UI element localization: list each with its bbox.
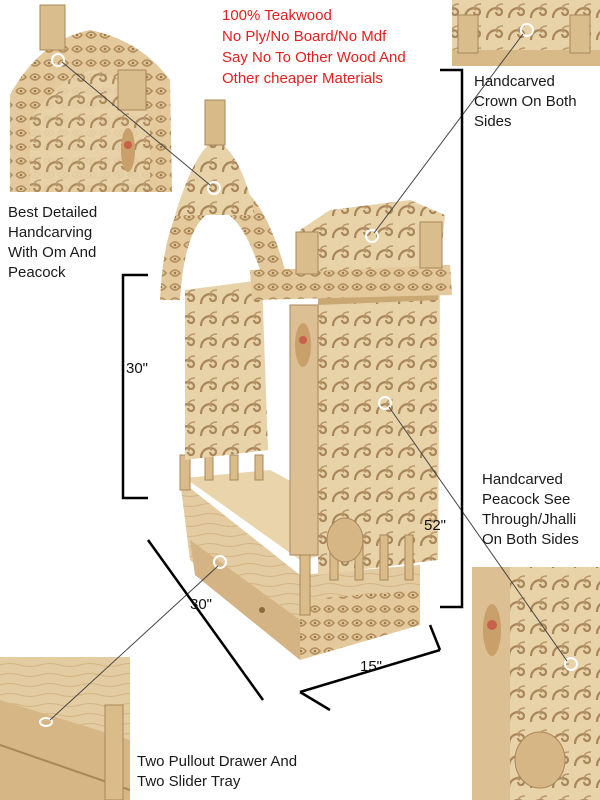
label-jhalli-line-3: Through/Jhalli [482,511,577,528]
inset-drawer [0,657,131,800]
label-drawer-line-2: Two Slider Tray [137,773,241,790]
material-note-1: 100% Teakwood [222,7,332,24]
dimension-depth: 15" [360,658,383,675]
label-jhalli-line-4: On Both Sides [482,531,579,548]
material-note-3: Say No To Other Wood And [222,49,406,66]
label-carving-line-4: Peacock [8,264,66,281]
label-carving: Best Detailed Handcarving With Om And Pe… [8,203,97,283]
inset-jhalli [472,567,600,800]
dimension-height-inner: 30" [126,360,149,377]
label-jhalli-line-2: Peacock See [482,491,571,508]
material-notes: 100% Teakwood No Ply/No Board/No Mdf Say… [222,5,406,89]
dimension-height-total: 52" [424,517,447,534]
label-crown-line-1: Handcarved [474,73,555,90]
label-drawer: Two Pullout Drawer And Two Slider Tray [137,752,297,792]
label-carving-line-1: Best Detailed [8,204,98,221]
label-crown-line-3: Sides [474,113,512,130]
inset-om-carving [0,0,175,192]
label-drawer-line-1: Two Pullout Drawer And [137,753,298,770]
dimension-width: 30" [190,596,213,613]
inset-crown [452,0,600,66]
label-jhalli-line-1: Handcarved [482,471,563,488]
label-jhalli: Handcarved Peacock See Through/Jhalli On… [482,470,579,550]
label-carving-line-2: Handcarving [8,224,93,241]
dimension-lines [121,68,464,712]
label-carving-line-3: With Om And [8,244,97,261]
mandir-main [160,99,452,660]
material-note-2: No Ply/No Board/No Mdf [222,28,387,45]
label-crown: Handcarved Crown On Both Sides [474,72,577,132]
material-note-4: Other cheaper Materials [222,70,383,87]
leader-lines [49,33,568,721]
label-crown-line-2: Crown On Both [474,93,577,110]
